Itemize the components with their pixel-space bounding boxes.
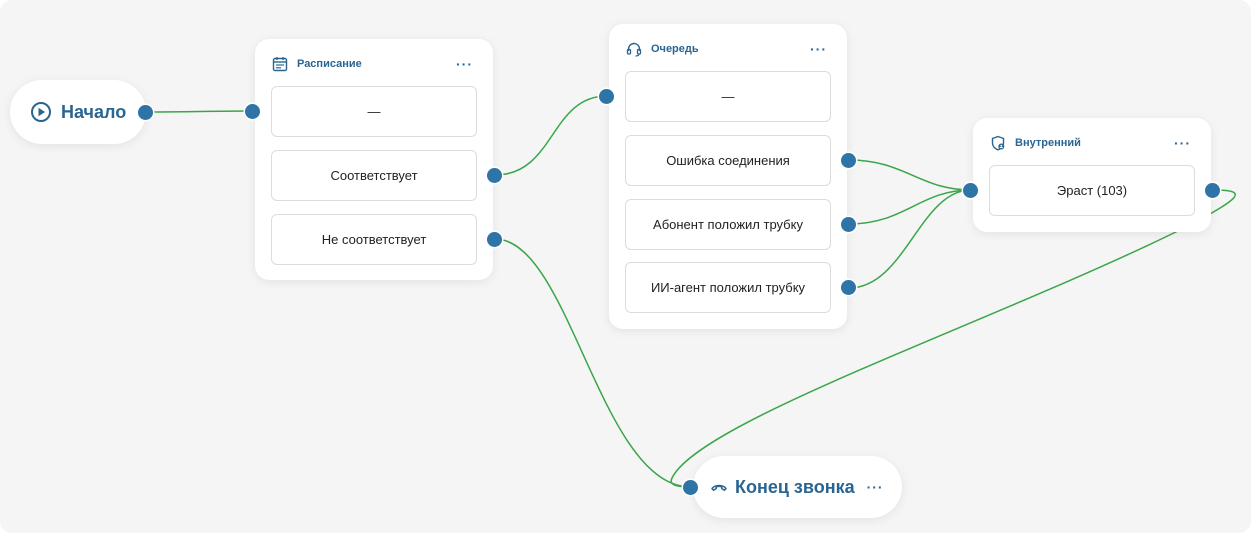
end-call-more-button[interactable]: ··· xyxy=(866,479,884,495)
queue-ai-agent-hangup-output-port[interactable] xyxy=(841,280,856,295)
queue-subscriber-hangup-output-port[interactable] xyxy=(841,217,856,232)
schedule-more-button[interactable]: ··· xyxy=(456,56,473,72)
queue-slot-ai-agent-hangup[interactable]: ИИ-агент положил трубку xyxy=(625,262,831,313)
schedule-slot-default[interactable]: — xyxy=(271,86,477,137)
queue-more-button[interactable]: ··· xyxy=(810,41,827,57)
queue-header: Очередь ··· xyxy=(625,38,831,60)
internal-input-port[interactable] xyxy=(963,183,978,198)
queue-slot-connection-error[interactable]: Ошибка соединения xyxy=(625,135,831,186)
queue-connection-error-output-port[interactable] xyxy=(841,153,856,168)
start-node[interactable]: Начало xyxy=(10,80,146,144)
calendar-icon xyxy=(271,55,289,73)
schedule-no-match-output-port[interactable] xyxy=(487,232,502,247)
start-output-port[interactable] xyxy=(138,105,153,120)
edge-internal-to-end xyxy=(670,189,1236,488)
end-call-node[interactable]: Конец звонка ··· xyxy=(693,456,902,518)
schedule-node[interactable]: Расписание ··· — Соответствует Не соотве… xyxy=(255,39,493,280)
queue-slot-default[interactable]: — xyxy=(625,71,831,122)
internal-title: Внутренний xyxy=(1015,137,1081,149)
internal-node[interactable]: Внутренний ··· Эраст (103) xyxy=(973,118,1211,232)
internal-header: Внутренний ··· xyxy=(989,132,1195,154)
queue-slot-subscriber-hangup[interactable]: Абонент положил трубку xyxy=(625,199,831,250)
end-call-input-port[interactable] xyxy=(683,480,698,495)
internal-slot-erast[interactable]: Эраст (103) xyxy=(989,165,1195,216)
hang-up-icon xyxy=(710,481,728,493)
internal-output-port[interactable] xyxy=(1205,183,1220,198)
queue-node[interactable]: Очередь ··· — Ошибка соединения Абонент … xyxy=(609,24,847,329)
shield-user-icon xyxy=(989,134,1007,152)
schedule-match-output-port[interactable] xyxy=(487,168,502,183)
schedule-title: Расписание xyxy=(297,58,362,70)
end-call-label: Конец звонка xyxy=(735,476,855,497)
schedule-header: Расписание ··· xyxy=(271,53,477,75)
headset-icon xyxy=(625,40,643,58)
start-label: Начало xyxy=(61,101,127,122)
edge-schedule-match-to-queue xyxy=(494,95,608,176)
edge-schedule-nomatch-to-end xyxy=(494,238,692,488)
edge-queue-ai-hangup-to-internal xyxy=(848,189,972,289)
internal-more-button[interactable]: ··· xyxy=(1174,135,1191,151)
edge-start-to-schedule xyxy=(145,110,254,113)
schedule-slot-no-match[interactable]: Не соответствует xyxy=(271,214,477,265)
edge-queue-hangup-to-internal xyxy=(848,189,972,225)
schedule-input-port[interactable] xyxy=(245,104,260,119)
play-circle-icon xyxy=(30,101,52,123)
queue-input-port[interactable] xyxy=(599,89,614,104)
edge-queue-error-to-internal xyxy=(848,159,972,191)
queue-title: Очередь xyxy=(651,43,699,55)
schedule-slot-match[interactable]: Соответствует xyxy=(271,150,477,201)
